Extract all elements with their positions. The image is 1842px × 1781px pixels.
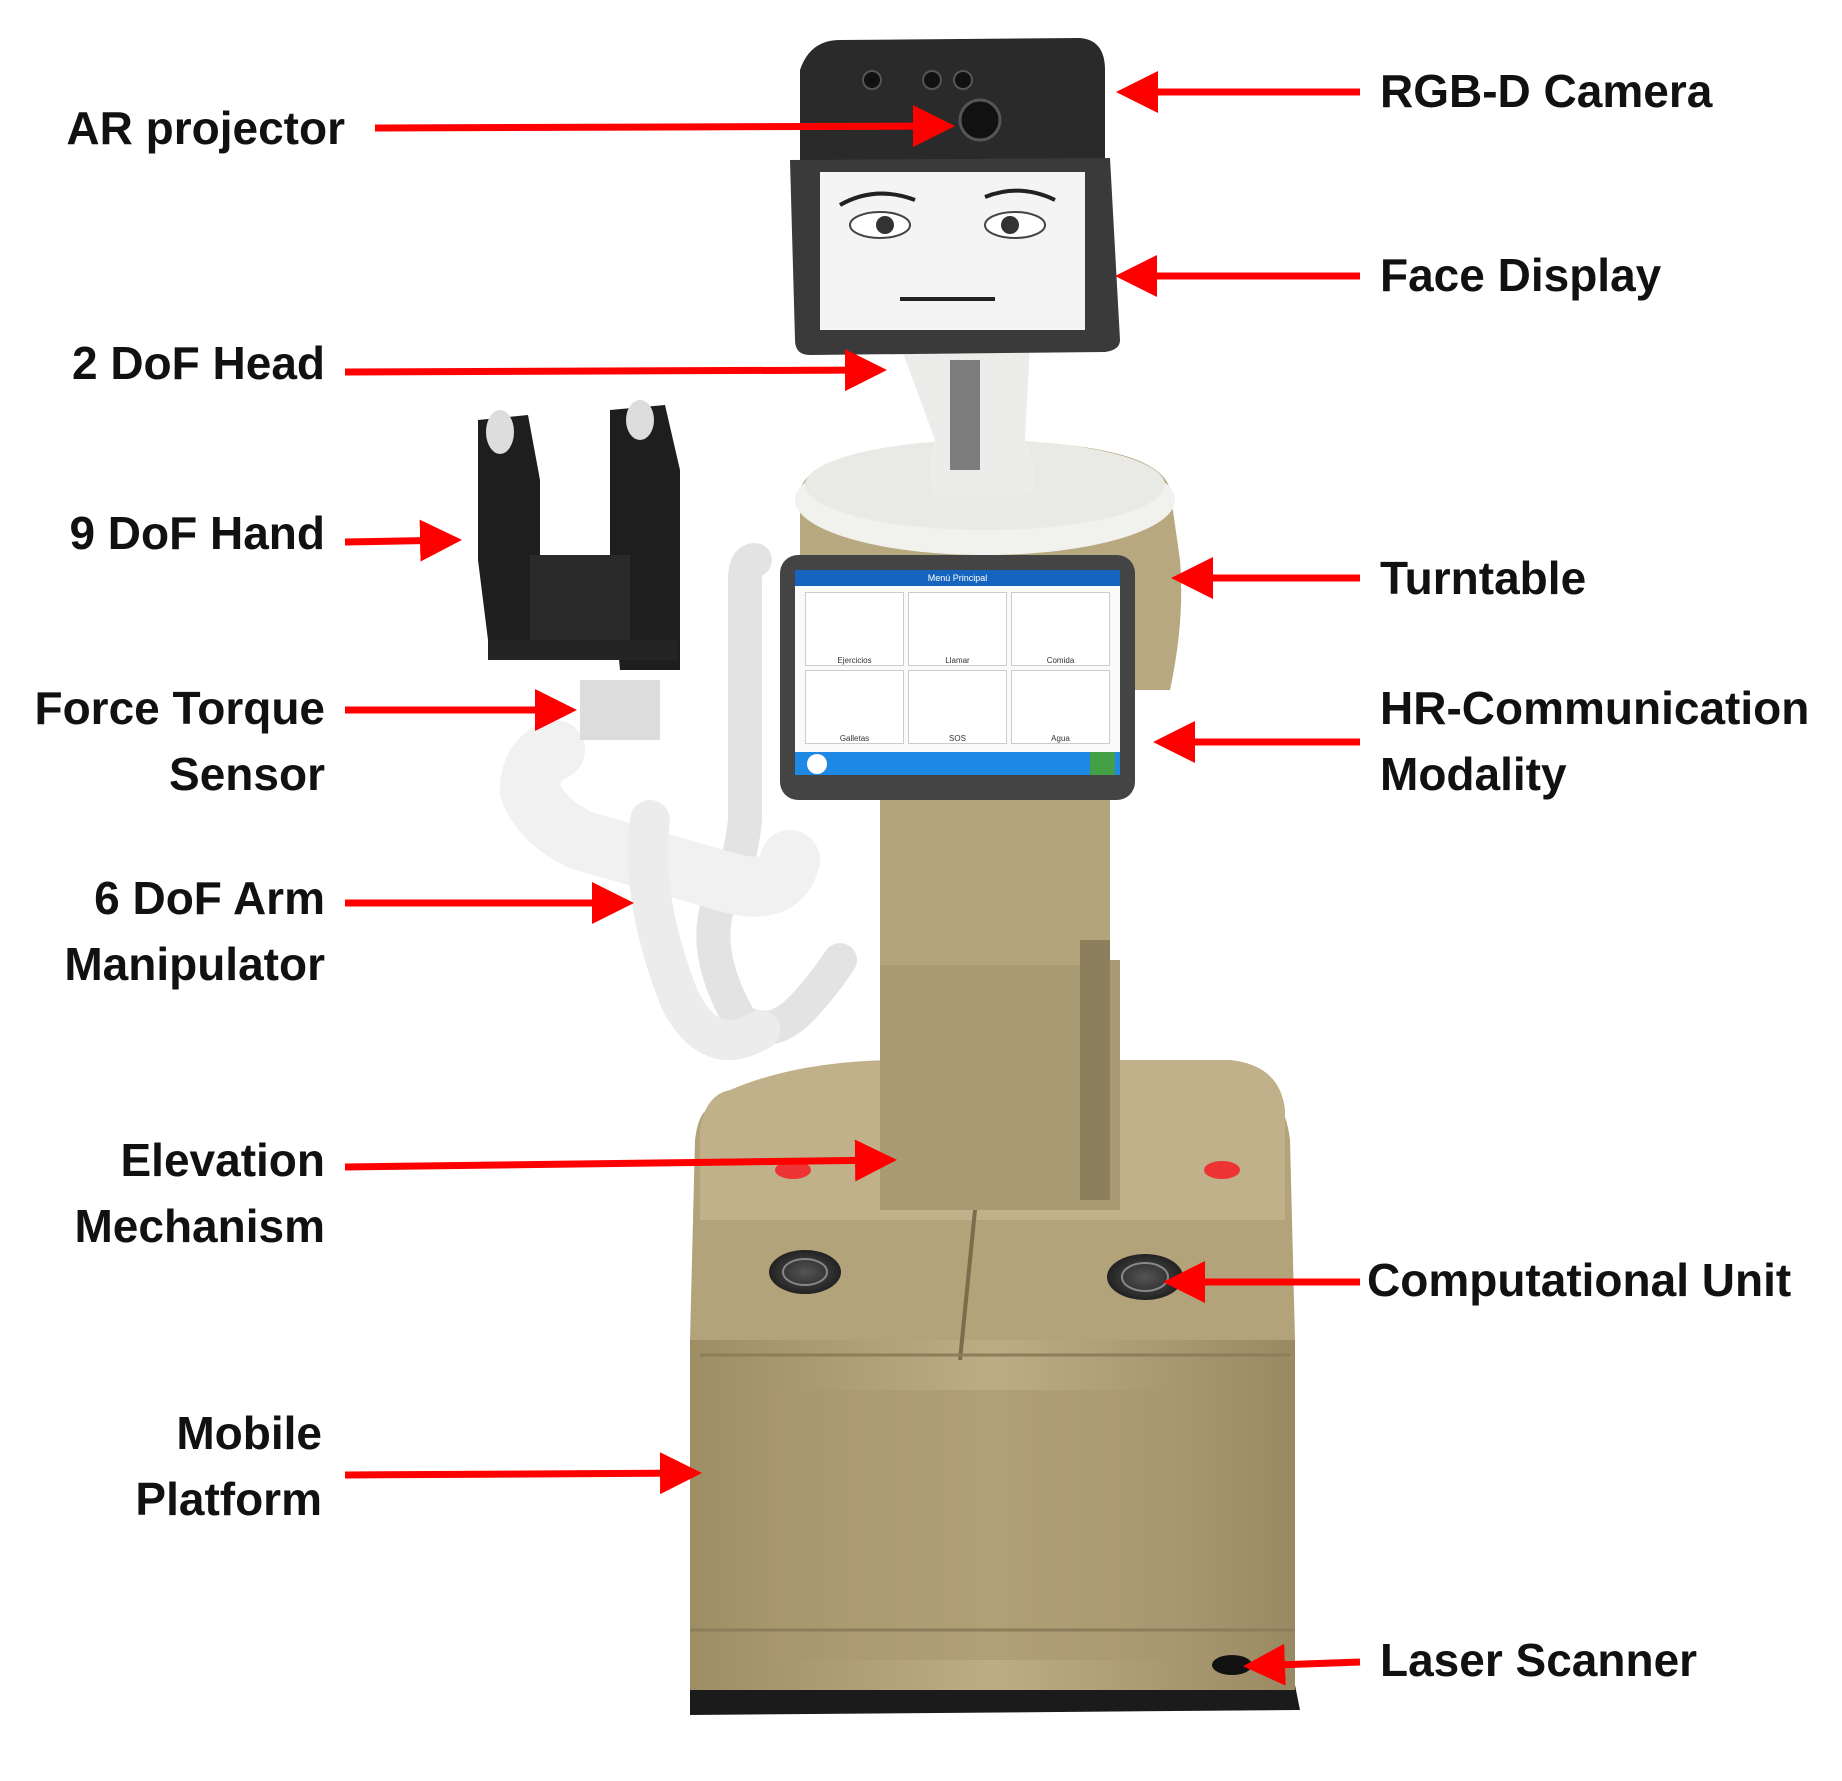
label-ft-sensor: Force Torque Sensor [34, 682, 325, 800]
hand [478, 400, 680, 670]
tablet-tile[interactable]: Ejercicios [805, 592, 904, 666]
elevation-column [880, 800, 1120, 1210]
label-computational-unit: Computational Unit [1367, 1254, 1792, 1306]
label-6dof-arm: 6 DoF Arm Manipulator [64, 872, 325, 990]
tablet-tile-grid: Ejercicios Llamar Comida Galletas SOS Ag… [805, 592, 1110, 744]
label-mobile-platform: Mobile Platform [135, 1407, 322, 1525]
tablet-tile[interactable]: Agua [1011, 670, 1110, 744]
label-hr-comm: HR-Communication Modality [1380, 682, 1810, 800]
tablet-tile[interactable]: Llamar [908, 592, 1007, 666]
laser-scanner [1212, 1655, 1252, 1675]
tablet-tile[interactable]: SOS [908, 670, 1007, 744]
computational-unit-fans [769, 1250, 1183, 1300]
arrows [344, 71, 1361, 1686]
label-ar-projector: AR projector [66, 102, 345, 154]
tablet-header-text: Menú Principal [927, 573, 988, 583]
label-face-display: Face Display [1380, 249, 1662, 301]
arrow-hand-9dof [344, 519, 462, 562]
tablet-tile[interactable]: Comida [1011, 592, 1110, 666]
arrow-mobile-platform [344, 1452, 702, 1495]
arrow-ar-projector [374, 105, 955, 148]
head [790, 38, 1120, 355]
label-elevation: Elevation Mechanism [74, 1134, 325, 1252]
label-laser-scanner: Laser Scanner [1380, 1634, 1698, 1686]
label-9dof-hand: 9 DoF Hand [69, 507, 325, 559]
arm [499, 543, 857, 1060]
label-rgbd-camera: RGB-D Camera [1380, 65, 1713, 117]
label-2dof-head: 2 DoF Head [71, 337, 325, 389]
arrow-head-2dof [344, 349, 887, 392]
tablet-tile[interactable]: Galletas [805, 670, 904, 744]
neck [900, 345, 1034, 495]
arrow-laser-scanner [1243, 1643, 1361, 1686]
arrow-elevation [344, 1139, 897, 1182]
label-turntable: Turntable [1380, 552, 1587, 604]
